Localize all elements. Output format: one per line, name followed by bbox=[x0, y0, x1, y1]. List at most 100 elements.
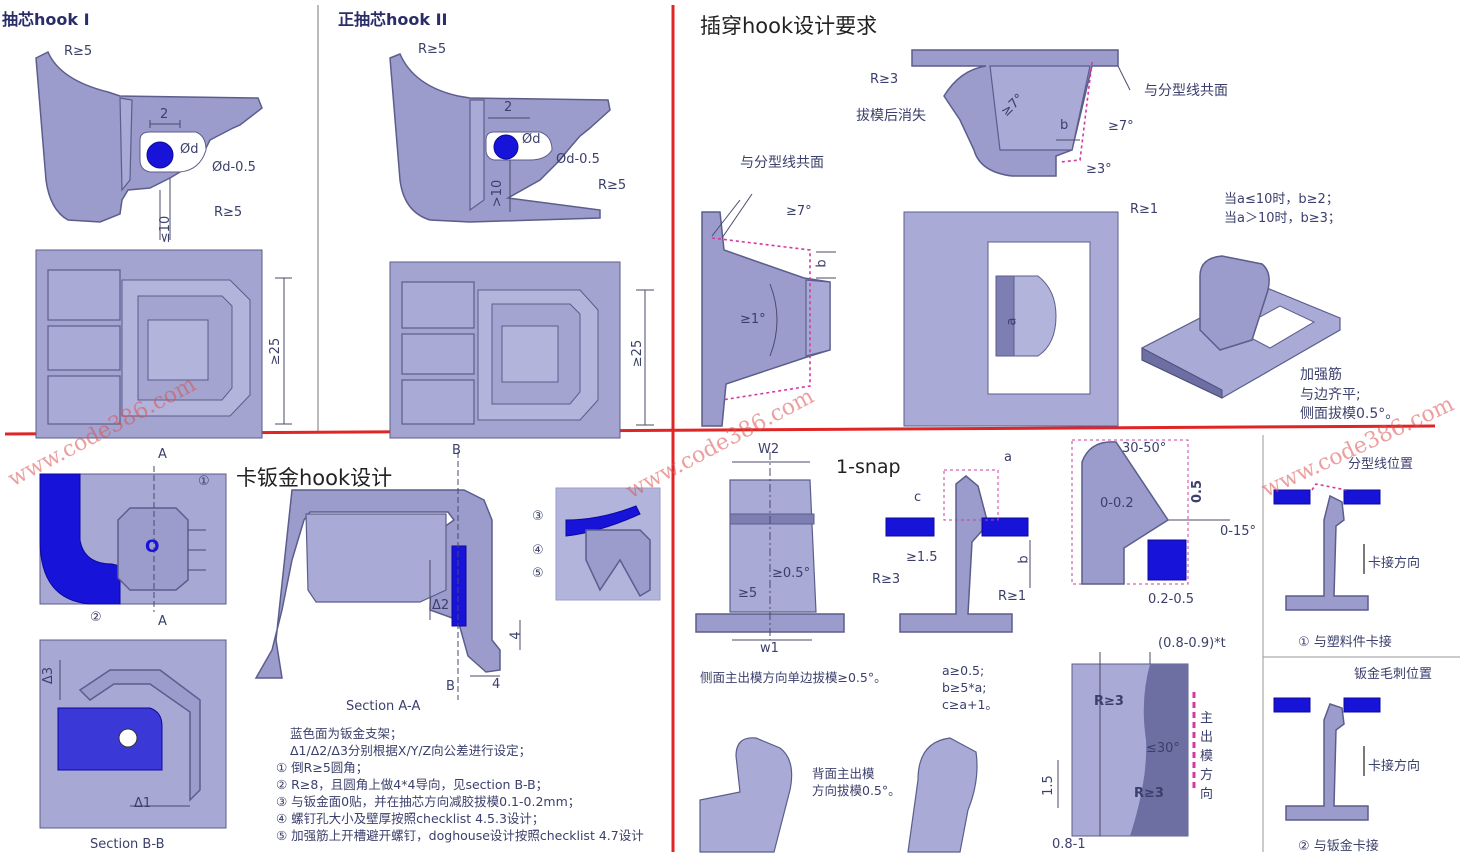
insert-rib3: 侧面拔模0.5°。 bbox=[1300, 406, 1400, 422]
snap-parting-pos: 分型线位置 bbox=[1348, 457, 1414, 472]
hook1-od: Ød bbox=[180, 142, 199, 157]
snap-a: a bbox=[1004, 450, 1012, 465]
snap-d081: 0.8-1 bbox=[1052, 837, 1086, 852]
hook1-le10: ≤10 bbox=[158, 215, 174, 244]
sheet-n3: ③ bbox=[532, 509, 544, 524]
sheet-title: 卡钣金hook设计 bbox=[236, 466, 393, 490]
snap-sheetmetal bbox=[1273, 697, 1381, 821]
insert-ge7b: ≥7° bbox=[1108, 119, 1134, 134]
insert-ge1: ≥1° bbox=[740, 312, 766, 327]
sheet-note-5: ④ 螺钉孔大小及壁厚按照checklist 4.5.3设计； bbox=[276, 811, 545, 826]
sheet-n2: ② bbox=[90, 610, 102, 625]
sheet-n4: ④ bbox=[532, 543, 544, 558]
snap-plastic: ① 与塑料件卡接 bbox=[1298, 635, 1392, 650]
hook2-od: Ød bbox=[522, 132, 541, 147]
insert-rib1: 加强筋 bbox=[1300, 367, 1342, 383]
sheet-delta1: Δ1 bbox=[134, 796, 152, 811]
snap-d0-15: 0-15° bbox=[1220, 524, 1257, 539]
sheet-n5: ⑤ bbox=[532, 566, 544, 581]
snap-d02-05: 0.2-0.5 bbox=[1148, 592, 1195, 607]
insert-rule2: 当a＞10时，b≥3； bbox=[1224, 211, 1341, 226]
insert-hook-front bbox=[903, 211, 1119, 427]
sheet-b-bottom: B bbox=[446, 679, 455, 694]
snap-main-dir-1: 出 bbox=[1200, 730, 1214, 745]
snap-rule-1: b≥5*a; bbox=[942, 680, 987, 695]
snap-d05: 0.5 bbox=[1190, 479, 1206, 504]
snap-dir2: 卡接方向 bbox=[1368, 759, 1421, 774]
snap-back-note1: 背面主出模 bbox=[812, 766, 875, 781]
snap-title: 1-snap bbox=[836, 456, 901, 478]
snap-t08: (0.8-0.9)*t bbox=[1158, 636, 1226, 651]
hook1-r5-bottom: R≥5 bbox=[214, 205, 243, 220]
snap-front bbox=[695, 452, 845, 641]
insert-r1: R≥1 bbox=[1130, 202, 1159, 217]
sheet-four-a: 4 bbox=[508, 631, 524, 640]
snap-ge15: ≥1.5 bbox=[906, 550, 938, 565]
sheet-b-top: B bbox=[452, 443, 461, 458]
snap-deg3050: 30-50° bbox=[1122, 441, 1167, 456]
snap-w1: w1 bbox=[760, 641, 779, 656]
hook1-ge25: ≥25 bbox=[268, 337, 284, 366]
sheet-hook-section-bb bbox=[39, 639, 227, 829]
hook2-dim-2: 2 bbox=[504, 100, 513, 115]
snap-rule-2: c≥a+1。 bbox=[942, 697, 998, 712]
hook1-title: 抽芯hook I bbox=[2, 10, 90, 29]
snap-tip-section bbox=[1057, 652, 1196, 837]
sheet-note-4: ③ 与钣金面0贴，并在抽芯方向减胶拔模0.1-0.2mm； bbox=[276, 794, 581, 809]
sheet-a-bottom: A bbox=[158, 614, 167, 629]
snap-iso bbox=[699, 737, 978, 853]
sheet-o-mark: O bbox=[145, 537, 160, 557]
snap-w2: W2 bbox=[758, 442, 780, 457]
sheet-note-1: Δ1/Δ2/Δ3分别根据X/Y/Z向公差进行设定； bbox=[290, 743, 532, 758]
hook2-title: 正抽芯hook II bbox=[338, 10, 448, 29]
hook2-section bbox=[389, 53, 611, 223]
snap-main-dir-0: 主 bbox=[1200, 711, 1214, 726]
hook1-r5-top: R≥5 bbox=[64, 44, 93, 59]
hook2-r5-top: R≥5 bbox=[418, 42, 447, 57]
snap-c: c bbox=[914, 490, 922, 505]
hook2-view bbox=[389, 261, 654, 439]
hook1-view bbox=[35, 249, 292, 439]
hook1-od-minus: Ød-0.5 bbox=[212, 160, 256, 175]
snap-rule-0: a≥0.5; bbox=[942, 663, 985, 678]
insert-hook-profile bbox=[911, 49, 1131, 177]
snap-ge05: ≥0.5° bbox=[772, 566, 811, 581]
sheet-note-6: ⑤ 加强筋上开槽避开螺钉，doghouse设计按照checklist 4.7设计 bbox=[276, 828, 644, 843]
insert-ge7c: ≥7° bbox=[786, 204, 812, 219]
snap-burr-pos: 钣金毛刺位置 bbox=[1354, 667, 1433, 682]
insert-b2: b bbox=[814, 259, 830, 268]
sheet-delta3: Δ3 bbox=[41, 666, 57, 685]
sheet-note-2: ① 倒R≥5圆角； bbox=[276, 760, 369, 775]
snap-r3: R≥3 bbox=[872, 572, 901, 587]
insert-b: b bbox=[1060, 118, 1069, 133]
sheet-hook-section-aa bbox=[254, 452, 521, 700]
snap-b: b bbox=[1016, 555, 1032, 564]
snap-dir1: 卡接方向 bbox=[1368, 556, 1421, 571]
insert-title: 插穿hook设计要求 bbox=[700, 14, 878, 38]
snap-side-note: 侧面主出模方向单边拔模≥0.5°。 bbox=[700, 670, 887, 685]
sheet-a-top: A bbox=[158, 447, 167, 462]
insert-parting-left: 与分型线共面 bbox=[740, 155, 824, 171]
snap-sheetmetal: ② 与钣金卡接 bbox=[1298, 839, 1379, 854]
snap-main-dir-4: 向 bbox=[1200, 787, 1214, 802]
snap-r3a: R≥3 bbox=[1094, 694, 1124, 709]
sheet-delta2: Δ2 bbox=[432, 598, 450, 613]
sheet-four-b: 4 bbox=[492, 677, 501, 692]
snap-main-dir-3: 方 bbox=[1200, 768, 1214, 783]
snap-r1: R≥1 bbox=[998, 589, 1027, 604]
snap-main-dir-2: 模 bbox=[1200, 749, 1214, 764]
snap-ge5: ≥5 bbox=[738, 586, 758, 601]
hook1-section bbox=[35, 50, 263, 240]
hook1-dim-2: 2 bbox=[160, 107, 169, 122]
sheet-n1: ① bbox=[198, 474, 210, 489]
snap-r3b: R≥3 bbox=[1134, 786, 1164, 801]
insert-hook-side bbox=[701, 193, 836, 427]
insert-parting-right: 与分型线共面 bbox=[1144, 83, 1228, 99]
snap-d0-02: 0-0.2 bbox=[1100, 496, 1134, 511]
snap-d15: 1.5 bbox=[1040, 775, 1056, 796]
sheet-note-0: 蓝色面为钣金支架； bbox=[290, 726, 403, 741]
insert-rule1: 当a≤10时，b≥2； bbox=[1224, 192, 1339, 207]
hook2-ge25: ≥25 bbox=[630, 339, 646, 368]
sheet-hook-topview bbox=[39, 466, 227, 612]
